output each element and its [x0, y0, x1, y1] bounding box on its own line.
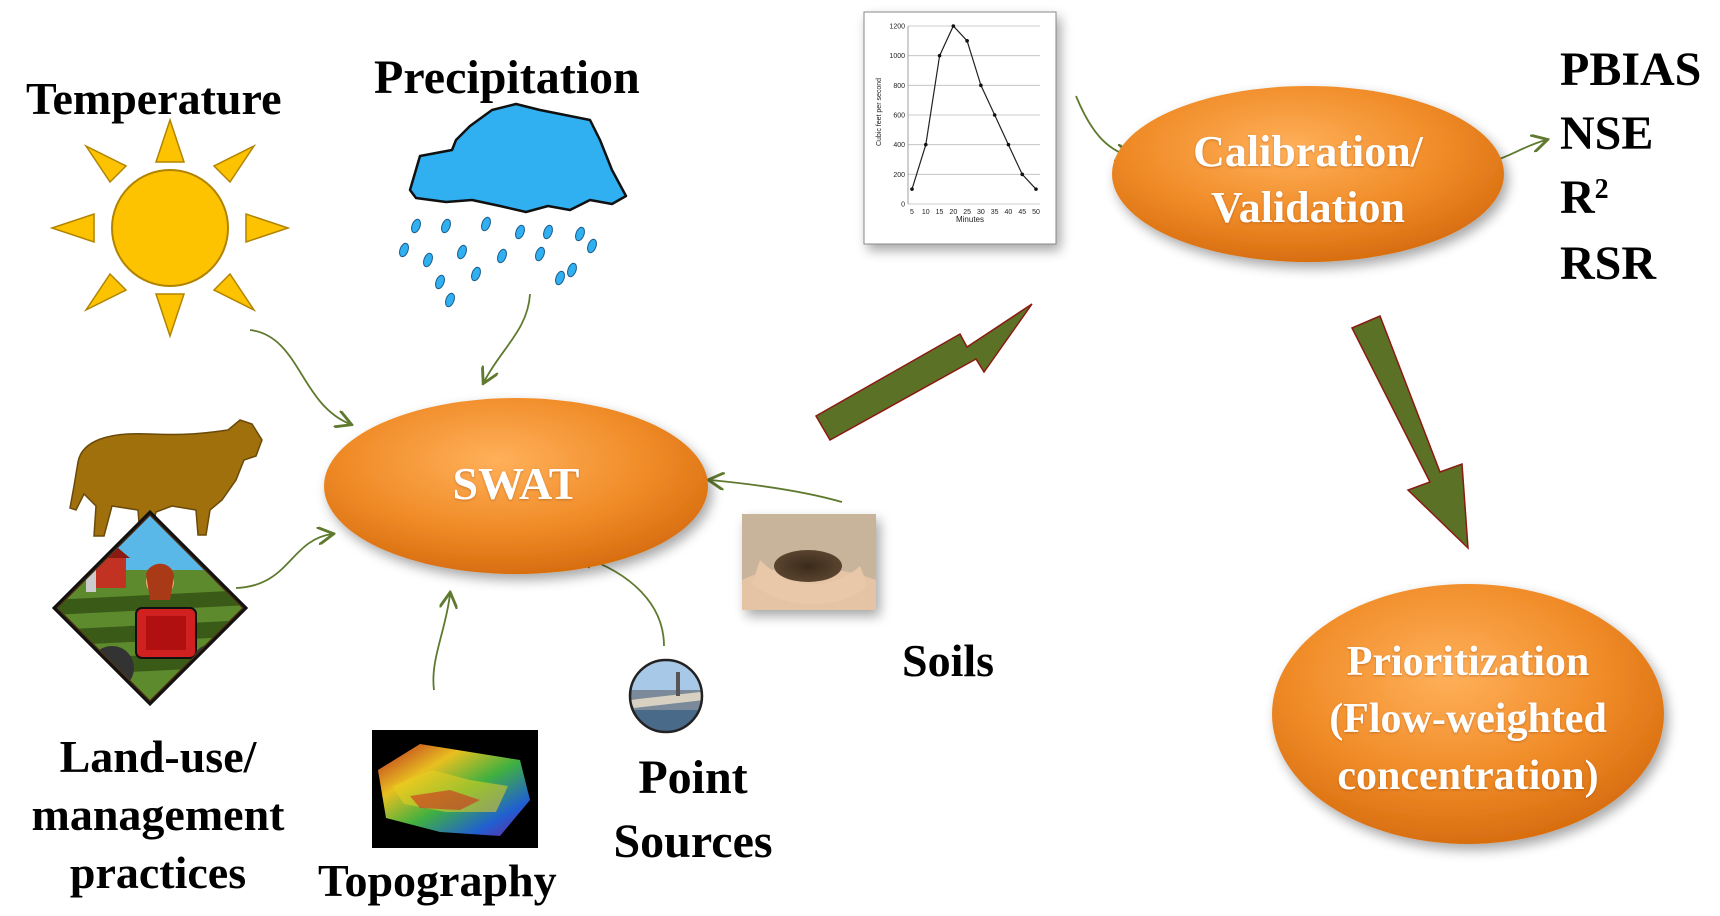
- hydrograph-point: [979, 83, 983, 88]
- hydrograph-x-tick: 25: [963, 209, 971, 216]
- precipitation-label: Precipitation: [374, 51, 640, 104]
- landuse-label-line1: Land-use/: [59, 731, 257, 782]
- point-sources-label-line1: Point: [638, 751, 748, 804]
- hydrograph-xlabel: Minutes: [956, 215, 984, 224]
- hydrograph-point: [937, 53, 942, 58]
- hydrograph-x-tick: 30: [977, 209, 985, 216]
- arrow-swat-to-hydrograph: [814, 303, 1033, 442]
- topography-label: Topography: [318, 855, 557, 906]
- hydrograph-y-tick: 0: [901, 202, 905, 209]
- arrow-topography-to-swat: [432, 594, 450, 691]
- metric-r2: R2: [1560, 174, 1609, 222]
- hydrograph-x-tick: 45: [1018, 209, 1026, 216]
- metric-r2-base: R: [1560, 171, 1595, 224]
- calibration-node-line1: Calibration/: [1193, 127, 1423, 176]
- hydrograph-x-tick: 15: [936, 209, 944, 216]
- hydrograph-x-tick: 20: [949, 209, 957, 216]
- hydrograph-y-tick: 800: [893, 83, 905, 90]
- hydrograph-x-tick: 50: [1032, 209, 1040, 216]
- hydrograph-point: [1034, 187, 1038, 191]
- metric-nse: NSE: [1560, 107, 1654, 160]
- prioritization-node-label: Prioritization (Flow-weighted concentrat…: [1272, 634, 1664, 805]
- prioritization-node: [1272, 584, 1664, 844]
- hydrograph-y-tick: 1000: [889, 53, 905, 60]
- hydrograph-point: [923, 142, 928, 147]
- cow-icon: [69, 419, 263, 537]
- landuse-label-line3: practices: [69, 847, 247, 898]
- hydrograph-point: [1020, 172, 1025, 177]
- farm-tractor-icon: [51, 509, 249, 707]
- arrow-pointsources-to-swat: [578, 556, 665, 647]
- prioritization-node-line1: Prioritization: [1346, 639, 1590, 685]
- calibration-node-line2: Validation: [1210, 183, 1405, 232]
- calibration-node-label: Calibration/ Validation: [1112, 124, 1504, 236]
- soils-label: Soils: [902, 635, 995, 686]
- arrow-temperature-to-swat: [249, 329, 350, 424]
- soils-image: [742, 514, 876, 610]
- arrow-landuse-to-swat: [235, 534, 332, 589]
- point-sources-label: Point Sources: [600, 746, 786, 874]
- hydrograph-chart: 5 10 15 20 25 30 35 40 45 50 0 200 400 600 800 1000 120…: [876, 24, 1040, 224]
- hydrograph-y-tick: 200: [893, 172, 905, 179]
- point-sources-label-line2: Sources: [613, 815, 773, 868]
- hydrograph-y-tick: 600: [893, 113, 905, 120]
- hydrograph-grid: [907, 25, 1040, 205]
- swat-node: [324, 398, 708, 574]
- hydrograph-line: [911, 24, 1037, 190]
- arrow-calibration-to-prioritization: [1350, 315, 1469, 550]
- hydrograph-y-tick: 400: [893, 142, 905, 149]
- arrow-soils-to-swat: [710, 480, 843, 503]
- metric-rsr: RSR: [1560, 237, 1657, 290]
- topography-image: [372, 730, 538, 848]
- hydrograph-x-tick: 10: [922, 209, 930, 216]
- temperature-label: Temperature: [26, 73, 282, 124]
- landuse-label-line2: management: [31, 789, 285, 840]
- hydrograph-point: [910, 187, 914, 191]
- sun-icon: [49, 117, 291, 339]
- landuse-label: Land-use/ management practices: [10, 728, 306, 902]
- hydrograph-point: [1006, 142, 1011, 147]
- prioritization-node-line3: concentration): [1337, 753, 1599, 799]
- hydrograph-x-tick: 40: [1005, 209, 1013, 216]
- calibration-node: [1112, 86, 1504, 262]
- point-sources-image: [628, 658, 704, 734]
- hydrograph-point: [992, 113, 997, 117]
- hydrograph-ylabel: Cubic feet per second: [876, 78, 883, 146]
- metric-pbias: PBIAS: [1560, 43, 1702, 96]
- hydrograph-y-tick: 1200: [889, 24, 905, 31]
- hydrograph-card: [863, 11, 1057, 245]
- prioritization-node-line2: (Flow-weighted: [1329, 696, 1607, 742]
- hydrograph-x-tick: 5: [910, 209, 914, 216]
- rain-cloud-icon: [399, 102, 628, 308]
- hydrograph-point: [951, 24, 956, 28]
- arrow-precipitation-to-swat: [484, 293, 531, 382]
- swat-node-label: SWAT: [452, 458, 580, 509]
- hydrograph-point: [965, 39, 969, 43]
- hydrograph-x-tick: 35: [991, 209, 999, 216]
- metric-r2-superscript: 2: [1594, 174, 1609, 205]
